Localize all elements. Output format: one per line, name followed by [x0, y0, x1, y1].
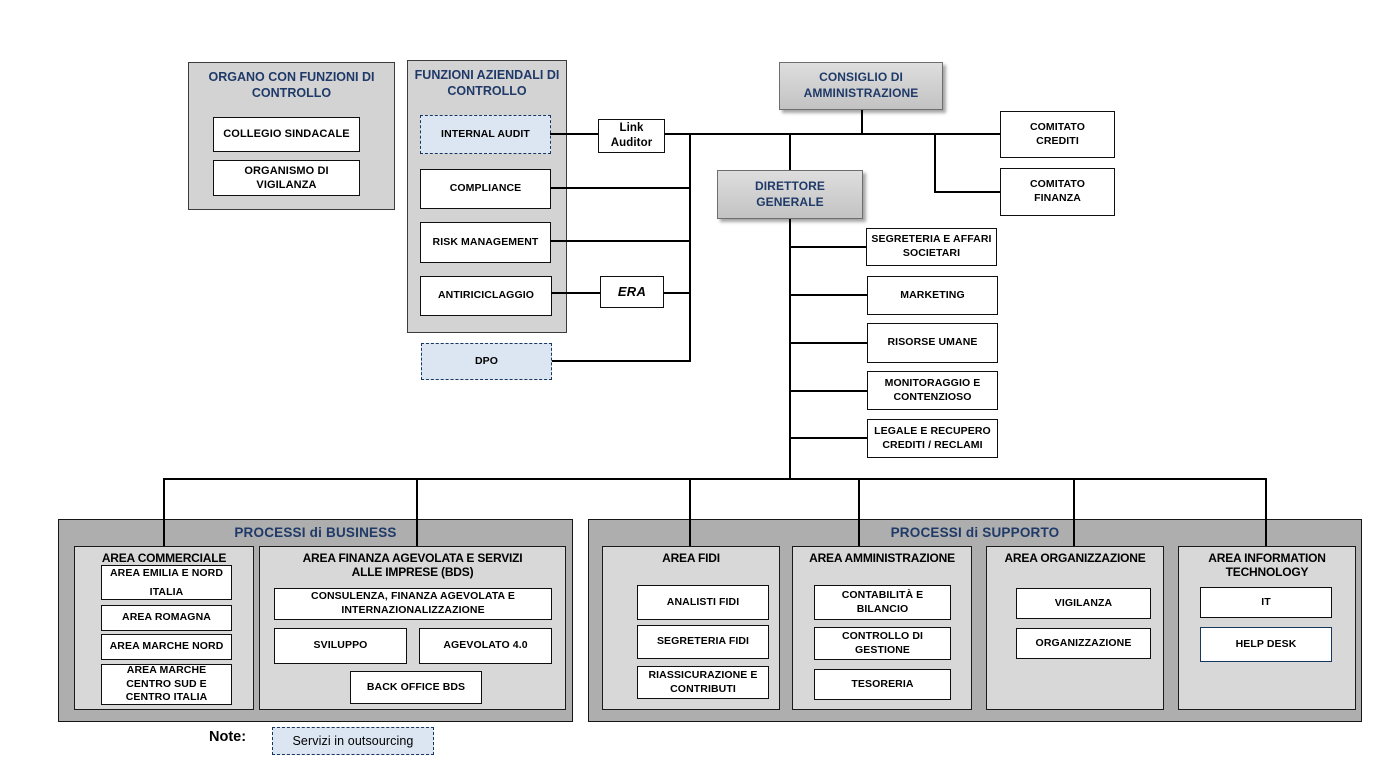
connector-staff-5	[789, 437, 867, 439]
node-organizzazione: ORGANIZZAZIONE	[1016, 628, 1151, 659]
node-legale-recupero-crediti: LEGALE E RECUPERO CREDITI / RECLAMI	[867, 419, 998, 458]
node-risk-management: RISK MANAGEMENT	[420, 222, 551, 263]
area-finanza-agevolata: AREA FINANZA AGEVOLATA E SERVIZI ALLE IM…	[259, 546, 566, 710]
node-consiglio-amministrazione: CONSIGLIO DI AMMINISTRAZIONE	[779, 62, 943, 110]
control-bodies-title: ORGANO CON FUNZIONI DI CONTROLLO	[208, 70, 375, 100]
node-it: IT	[1200, 587, 1332, 618]
connector-staff-1	[789, 246, 867, 248]
node-consulenza-finanza: CONSULENZA, FINANZA AGEVOLATA E INTERNAZ…	[274, 588, 552, 620]
connector-distribution	[163, 478, 1267, 480]
node-analisti-fidi: ANALISTI FIDI	[637, 585, 769, 620]
connector-branch-finanza	[416, 478, 418, 546]
connector-board-down	[861, 110, 863, 134]
node-vigilanza: VIGILANZA	[1016, 588, 1151, 619]
connector-era-column	[664, 292, 691, 294]
connector-risk	[550, 240, 691, 242]
area-organizzazione-title: AREA ORGANIZZAZIONE	[1004, 551, 1146, 565]
connector-branch-it	[1265, 478, 1267, 546]
area-commerciale: AREA COMMERCIALE AREA EMILIA E NORD ITAL…	[74, 546, 254, 710]
area-amministrazione: AREA AMMINISTRAZIONE CONTABILITÀ E BILAN…	[792, 546, 972, 710]
area-information-technology-title: AREA INFORMATION TECHNOLOGY	[1208, 551, 1326, 580]
business-section-title: PROCESSI di BUSINESS	[234, 525, 397, 540]
connector-top-horizontal	[665, 133, 1001, 135]
node-risorse-umane: RISORSE UMANE	[867, 323, 998, 363]
node-contabilita-bilancio: CONTABILITÀ E BILANCIO	[814, 585, 951, 620]
node-organismo-vigilanza: ORGANISMO DI VIGILANZA	[213, 160, 360, 196]
node-internal-audit: INTERNAL AUDIT	[420, 115, 551, 154]
note-label: Note:	[209, 729, 247, 745]
area-fidi: AREA FIDI ANALISTI FIDI SEGRETERIA FIDI …	[602, 546, 780, 710]
node-controllo-gestione: CONTROLLO DI GESTIONE	[814, 627, 951, 660]
node-collegio-sindacale: COLLEGIO SINDACALE	[213, 117, 360, 152]
node-area-emilia-nord-italia: AREA EMILIA E NORD ITALIA	[101, 565, 232, 600]
area-organizzazione: AREA ORGANIZZAZIONE VIGILANZA ORGANIZZAZ…	[986, 546, 1164, 710]
node-compliance: COMPLIANCE	[420, 169, 551, 209]
legend-servizi-outsourcing: Servizi in outsourcing	[272, 727, 434, 755]
node-antiriciclaggio: ANTIRICICLAGGIO	[420, 276, 552, 316]
area-amministrazione-title: AREA AMMINISTRAZIONE	[809, 551, 955, 565]
node-area-romagna: AREA ROMAGNA	[101, 605, 232, 631]
connector-internal-audit	[550, 133, 598, 135]
connector-committees-down	[934, 133, 936, 193]
node-marketing: MARKETING	[867, 276, 998, 315]
node-area-marche-centro-sud: AREA MARCHE CENTRO SUD E CENTRO ITALIA	[101, 664, 232, 705]
connector-gm-bottom	[789, 219, 791, 479]
connector-branch-amministrazione	[858, 478, 860, 546]
node-era: ERA	[600, 276, 664, 308]
area-information-technology: AREA INFORMATION TECHNOLOGY IT HELP DESK	[1178, 546, 1356, 710]
connector-staff-3	[789, 342, 867, 344]
node-sviluppo: SVILUPPO	[274, 628, 407, 664]
node-direttore-generale: DIRETTORE GENERALE	[717, 170, 863, 219]
node-comitato-crediti: COMITATO CREDITI	[1000, 111, 1115, 158]
node-monitoraggio-contenzioso: MONITORAGGIO E CONTENZIOSO	[867, 371, 998, 410]
business-section: PROCESSI di BUSINESS AREA COMMERCIALE AR…	[58, 519, 573, 722]
node-link-auditor: Link Auditor	[598, 119, 665, 153]
node-dpo: DPO	[421, 343, 552, 380]
area-fidi-title: AREA FIDI	[662, 551, 720, 565]
connector-gm-top	[789, 133, 791, 171]
connector-branch-commerciale	[163, 478, 165, 546]
connector-branch-organizzazione	[1073, 478, 1075, 546]
connector-staff-4	[789, 390, 867, 392]
connector-dpo	[552, 360, 691, 362]
node-help-desk: HELP DESK	[1200, 627, 1332, 662]
node-segreteria-fidi: SEGRETERIA FIDI	[637, 625, 769, 659]
control-functions-title: FUNZIONI AZIENDALI DI CONTROLLO	[414, 68, 560, 98]
connector-audit-column	[689, 133, 691, 362]
support-section-title: PROCESSI di SUPPORTO	[890, 525, 1060, 540]
control-bodies-panel: ORGANO CON FUNZIONI DI CONTROLLO COLLEGI…	[188, 62, 395, 210]
connector-staff-2	[789, 294, 867, 296]
connector-compliance	[550, 187, 691, 189]
support-section: PROCESSI di SUPPORTO AREA FIDI ANALISTI …	[588, 519, 1362, 722]
node-area-marche-nord: AREA MARCHE NORD	[101, 634, 232, 660]
node-riassicurazione-contributi: RIASSICURAZIONE E CONTRIBUTI	[637, 666, 769, 699]
node-comitato-finanza: COMITATO FINANZA	[1000, 168, 1115, 216]
area-commerciale-title: AREA COMMERCIALE	[101, 551, 227, 565]
node-segreteria-affari-societari: SEGRETERIA E AFFARI SOCIETARI	[866, 228, 997, 266]
node-agevolato-40: AGEVOLATO 4.0	[419, 628, 552, 664]
area-finanza-agevolata-title: AREA FINANZA AGEVOLATA E SERVIZI ALLE IM…	[302, 551, 523, 580]
connector-comitato-finanza	[934, 191, 1001, 193]
node-back-office-bds: BACK OFFICE BDS	[350, 671, 482, 704]
node-tesoreria: TESORERIA	[814, 669, 951, 700]
connector-branch-fidi	[689, 478, 691, 546]
connector-antiriciclaggio-era	[551, 292, 600, 294]
control-functions-panel: FUNZIONI AZIENDALI DI CONTROLLO INTERNAL…	[407, 60, 567, 333]
